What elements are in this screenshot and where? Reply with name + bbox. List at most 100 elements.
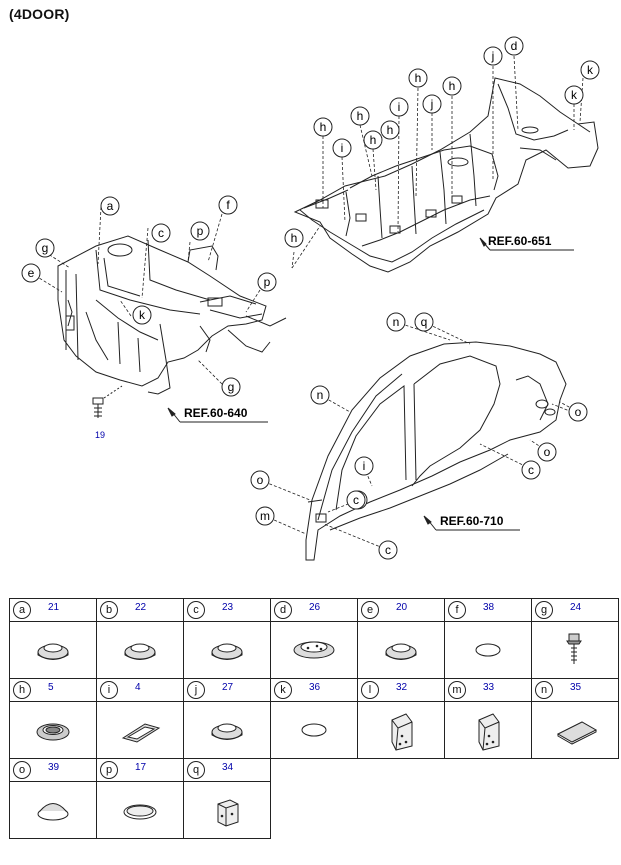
page-title: (4DOOR) — [9, 6, 70, 22]
callout-circle — [218, 195, 238, 215]
flat-pad-icon — [532, 702, 618, 758]
callout-letter: h — [320, 120, 327, 134]
callout-letter: i — [398, 100, 401, 114]
grommet-plug-icon — [184, 702, 270, 758]
grommet-plug-icon — [97, 622, 183, 678]
part-letter: h — [13, 681, 31, 699]
callout-circle — [132, 305, 152, 325]
callout-circle — [521, 460, 541, 480]
leader-lines — [30, 55, 584, 551]
callout-circle — [346, 490, 366, 510]
callout-letter: h — [370, 133, 377, 147]
foam-block-icon — [445, 702, 531, 758]
callout-circle — [442, 76, 462, 96]
callout-letter: h — [387, 123, 394, 137]
grommet-plug-icon — [184, 622, 270, 678]
rect-grommet-icon — [97, 702, 183, 758]
part-letter: g — [535, 601, 553, 619]
callout-letter: c — [353, 493, 359, 507]
part-letter: o — [13, 761, 31, 779]
callout-circle — [190, 221, 210, 241]
callout-circle — [386, 312, 406, 332]
callout-letter: i — [341, 141, 344, 155]
floor-panel-drawing — [293, 77, 599, 273]
part-number: 17 — [135, 762, 147, 773]
callout-circle — [408, 68, 428, 88]
callout-circle — [221, 377, 241, 397]
bolt-icon — [532, 622, 618, 678]
callout-circle — [21, 263, 41, 283]
callout-letter: m — [260, 509, 270, 523]
part-image-cell — [183, 621, 271, 679]
ref-arrows — [167, 237, 574, 531]
part-image-cell — [96, 781, 184, 839]
callout-letter: j — [430, 97, 434, 111]
callout-circle — [350, 106, 370, 126]
callout-circle — [354, 456, 374, 476]
part-header-cell: b 22 — [96, 598, 184, 622]
callout-letter: j — [491, 49, 495, 63]
part-image-cell — [183, 701, 271, 759]
part-image-cell — [357, 621, 445, 679]
oval-pad-icon — [445, 622, 531, 678]
callout-letter: i — [363, 459, 366, 473]
callout-letter: o — [544, 445, 551, 459]
part-letter: m — [448, 681, 466, 699]
ring-grommet-icon — [10, 702, 96, 758]
callout-circle — [483, 46, 503, 66]
part-header-cell: n 35 — [531, 678, 619, 702]
part-number: 32 — [396, 682, 408, 693]
part-number: 5 — [48, 682, 54, 693]
callout-letter: k — [587, 63, 594, 77]
callout-letter: h — [291, 231, 298, 245]
callout-circle — [580, 60, 600, 80]
part-image-cell — [96, 621, 184, 679]
callout-letter: o — [257, 473, 264, 487]
part-number: 22 — [135, 602, 147, 613]
callout-circle — [310, 385, 330, 405]
callout-letter: n — [317, 388, 324, 402]
part-number: 35 — [570, 682, 582, 693]
callout-circle — [284, 228, 304, 248]
part-number: 39 — [48, 762, 60, 773]
callout-circle — [422, 94, 442, 114]
callout-circle — [380, 120, 400, 140]
part-letter: l — [361, 681, 379, 699]
part-image-cell — [183, 781, 271, 839]
part-number: 36 — [309, 682, 321, 693]
callout-circle — [100, 196, 120, 216]
callout-circle — [257, 272, 277, 292]
part-header-cell: l 32 — [357, 678, 445, 702]
part-letter: p — [100, 761, 118, 779]
part-letter: d — [274, 601, 292, 619]
part-header-cell: p 17 — [96, 758, 184, 782]
callout-circle — [414, 312, 434, 332]
callout-letter: h — [449, 79, 456, 93]
part-number: 38 — [483, 602, 495, 613]
callout-letter: c — [158, 226, 164, 240]
part-header-cell: o 39 — [9, 758, 97, 782]
part-letter: a — [13, 601, 31, 619]
ref-label-side: REF.60-710 — [440, 514, 504, 528]
callout-circle — [255, 506, 275, 526]
part-image-cell — [270, 621, 358, 679]
callout-letter: a — [107, 199, 114, 213]
callout-letter: e — [28, 266, 35, 280]
part-letter: b — [100, 601, 118, 619]
callout-labels: jdkkhhhhijhihhacpfgekpgnqnoiccocomc — [21, 36, 600, 560]
part-image-cell — [444, 621, 532, 679]
part-letter: j — [187, 681, 205, 699]
part-letter: n — [535, 681, 553, 699]
callout-circle — [363, 130, 383, 150]
ref-label-front: REF.60-640 — [184, 406, 248, 420]
